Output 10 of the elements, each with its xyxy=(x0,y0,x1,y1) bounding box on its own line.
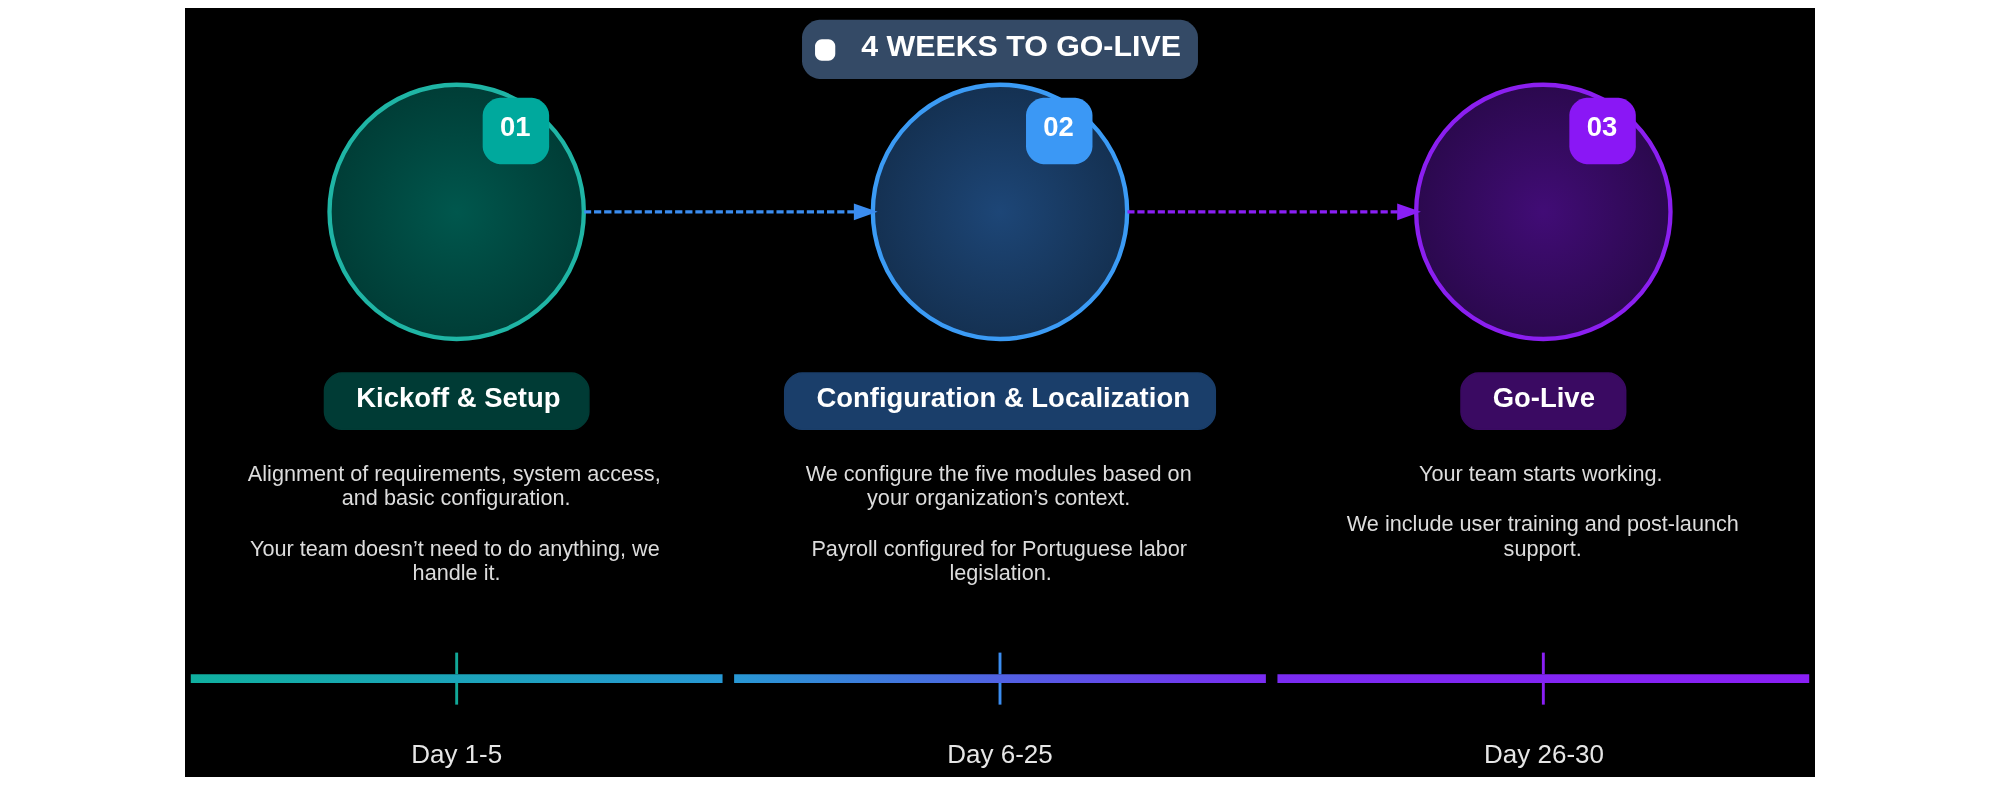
node-label: Your team starts working. xyxy=(1419,460,1663,486)
label: Day 26-30 xyxy=(1484,739,1605,770)
node-label: We include user training and post-launch support. xyxy=(1346,511,1739,561)
node-label: Alignment of requirements, system access, and basic configuration. xyxy=(247,460,661,511)
node-label: We configure the five modules based on your organization’s context. xyxy=(805,460,1192,511)
node-label: Your team doesn’t need to do anything, we handle it. xyxy=(250,535,660,586)
label: Day 1-5 xyxy=(411,739,503,770)
node-label: Payroll configured for Portuguese labor legislation. xyxy=(811,535,1188,586)
diagram-title: 4 WEEKS TO GO-LIVE xyxy=(861,29,1181,63)
label: Day 6-25 xyxy=(947,739,1053,770)
